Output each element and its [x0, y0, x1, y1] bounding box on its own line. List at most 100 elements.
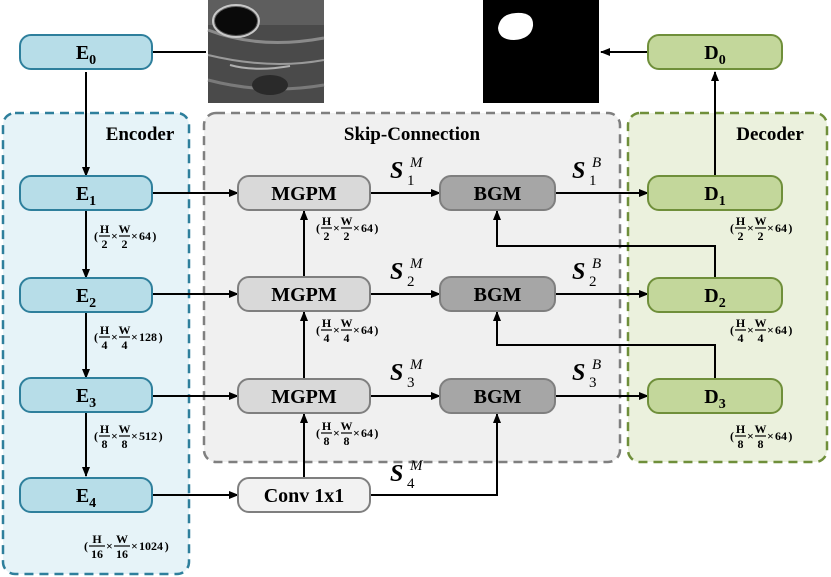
svg-text:×: ×	[333, 323, 340, 337]
svg-text:×: ×	[353, 221, 360, 235]
svg-text:64: 64	[361, 221, 373, 235]
svg-text:2: 2	[344, 229, 350, 243]
svg-text:×: ×	[111, 330, 118, 344]
svg-text:3: 3	[589, 375, 597, 391]
svg-text:×: ×	[353, 323, 360, 337]
svg-text:64: 64	[139, 229, 151, 243]
svg-text:S: S	[390, 360, 403, 386]
svg-text:16: 16	[116, 547, 128, 561]
svg-text:H: H	[736, 214, 746, 228]
svg-text:(: (	[730, 323, 734, 337]
svg-text:S: S	[572, 360, 585, 386]
decoder-group-label: Decoder	[736, 124, 804, 145]
svg-text:(: (	[316, 221, 320, 235]
svg-text:×: ×	[333, 426, 340, 440]
svg-text:M: M	[409, 256, 424, 272]
svg-text:W: W	[341, 214, 353, 228]
svg-text:): )	[374, 221, 378, 235]
svg-text:): )	[159, 429, 163, 443]
svg-text:): )	[788, 429, 792, 443]
svg-text:B: B	[592, 357, 601, 373]
svg-text:(: (	[730, 429, 734, 443]
svg-text:2: 2	[407, 274, 415, 290]
decoder-node-d0-label: D0	[704, 42, 725, 68]
svg-text:H: H	[736, 316, 746, 330]
svg-text:2: 2	[122, 237, 128, 251]
encoder-node-e1-label: E1	[76, 183, 96, 209]
svg-text:4: 4	[102, 338, 108, 352]
svg-text:(: (	[84, 539, 88, 553]
svg-text:2: 2	[102, 237, 108, 251]
encoder-node-e3-label: E3	[76, 385, 96, 411]
svg-text:H: H	[100, 323, 110, 337]
mgpm-module-3-label: MGPM	[271, 386, 337, 408]
svg-text:×: ×	[767, 429, 774, 443]
decoder-node-d0: D0	[647, 34, 783, 70]
bgm-module-3: BGM	[439, 378, 556, 414]
svg-text:): )	[788, 323, 792, 337]
decoder-node-d3-label: D3	[704, 386, 725, 412]
output-segmentation-mask	[483, 0, 599, 103]
svg-text:512: 512	[139, 429, 157, 443]
edge-conv-to-bgm3	[370, 413, 501, 496]
svg-text:×: ×	[131, 229, 138, 243]
svg-text:W: W	[116, 532, 128, 546]
svg-text:): )	[159, 330, 163, 344]
svg-text:W: W	[755, 214, 767, 228]
svg-text:8: 8	[122, 437, 128, 451]
svg-text:M: M	[409, 458, 424, 474]
svg-text:8: 8	[344, 434, 350, 448]
svg-text:×: ×	[767, 221, 774, 235]
svg-text:4: 4	[758, 331, 764, 345]
svg-text:64: 64	[775, 221, 787, 235]
encoder-dim-label-4: (H16×W16×1024)	[84, 532, 169, 561]
svg-text:×: ×	[131, 429, 138, 443]
svg-text:(: (	[94, 429, 98, 443]
svg-text:64: 64	[361, 426, 373, 440]
svg-text:×: ×	[747, 429, 754, 443]
decoder-node-d2-label: D2	[704, 285, 725, 311]
mgpm-module-2-label: MGPM	[271, 284, 337, 306]
svg-text:×: ×	[131, 539, 138, 553]
encoder-node-e1: E1	[19, 175, 153, 211]
decoder-dim-label-2: (H4×W4×64)	[730, 316, 792, 345]
skip-group-label: Skip-Connection	[344, 124, 481, 145]
svg-text:2: 2	[324, 229, 330, 243]
decoder-node-d3: D3	[647, 378, 783, 414]
svg-text:S: S	[390, 461, 403, 487]
svg-text:2: 2	[589, 274, 597, 290]
svg-text:(: (	[94, 330, 98, 344]
encoder-dim-label-3: (H8×W8×512)	[94, 422, 163, 451]
svg-text:W: W	[119, 323, 131, 337]
svg-text:S: S	[572, 259, 585, 285]
conv-1x1-module-label: Conv 1x1	[264, 485, 345, 507]
svg-text:×: ×	[747, 323, 754, 337]
svg-text:4: 4	[122, 338, 128, 352]
svg-text:W: W	[755, 316, 767, 330]
svg-text:H: H	[100, 222, 110, 236]
edge-d2-to-bgm1	[493, 210, 716, 278]
svg-text:64: 64	[361, 323, 373, 337]
decoder-node-d1-label: D1	[704, 183, 725, 209]
mgpm-module-1: MGPM	[237, 175, 371, 211]
encoder-node-e4-label: E4	[76, 485, 96, 511]
bgm-module-2: BGM	[439, 276, 556, 312]
encoder-group-label: Encoder	[106, 124, 175, 145]
svg-text:4: 4	[738, 331, 744, 345]
svg-text:W: W	[341, 419, 353, 433]
decoder-dim-label-3: (H8×W8×64)	[730, 422, 792, 451]
svg-text:8: 8	[102, 437, 108, 451]
svg-text:): )	[152, 229, 156, 243]
mgpm-module-3: MGPM	[237, 378, 371, 414]
svg-text:B: B	[592, 256, 601, 272]
encoder-node-e0: E0	[19, 34, 153, 70]
encoder-node-e2-label: E2	[76, 285, 96, 311]
encoder-group	[1, 111, 191, 576]
encoder-dim-label-2: (H4×W4×128)	[94, 323, 163, 352]
svg-text:H: H	[322, 316, 332, 330]
bgm-module-1: BGM	[439, 175, 556, 211]
svg-text:4: 4	[344, 331, 350, 345]
